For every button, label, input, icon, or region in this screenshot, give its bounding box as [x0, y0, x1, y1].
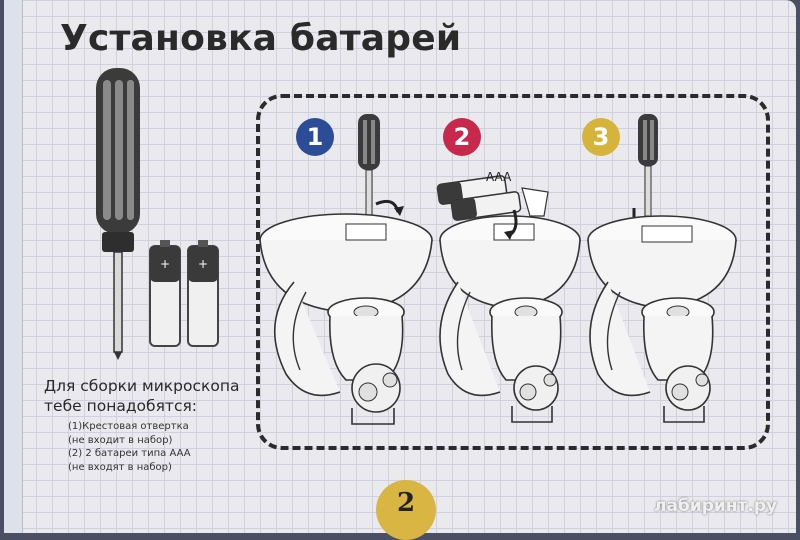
caption-line-1: Для сборки микроскопа [44, 377, 240, 395]
battery-type-label: AAA [486, 170, 512, 184]
step-2-illustration [436, 175, 581, 423]
page-number-badge: 2 [376, 480, 436, 540]
item-screwdriver-note: (не входит в набор) [68, 434, 173, 446]
requirements-list: (1)Крестовая отвертка (не входит в набор… [56, 420, 256, 474]
step-3-illustration [587, 114, 737, 423]
screwdriver-illustration [96, 68, 140, 360]
step-badge-3: 3 [582, 118, 620, 156]
item-batteries-note: (не входят в набор) [68, 461, 172, 473]
svg-text:+: + [198, 257, 208, 271]
batteries-illustration: + + [149, 240, 219, 347]
step-1-screwdriver [358, 114, 380, 227]
step-1-illustration [259, 114, 433, 425]
page-title: Установка батарей [60, 18, 462, 59]
watermark-text: лабиринт.ру [654, 496, 778, 516]
caption-line-2: тебе понадобятся: [44, 397, 198, 415]
step-badge-2: 2 [443, 118, 481, 156]
item-batteries: (2) 2 батареи типа AAA [68, 448, 191, 459]
svg-text:+: + [160, 257, 170, 271]
page-edge [4, 0, 23, 533]
requirements-caption: Для сборки микроскопа тебе понадобятся: [44, 376, 258, 416]
steps-panel [256, 94, 770, 450]
step-badge-1: 1 [296, 118, 334, 156]
item-screwdriver: (1)Крестовая отвертка [68, 421, 189, 432]
step-2-batteries [436, 175, 549, 221]
step-3-screwdriver [638, 114, 658, 217]
